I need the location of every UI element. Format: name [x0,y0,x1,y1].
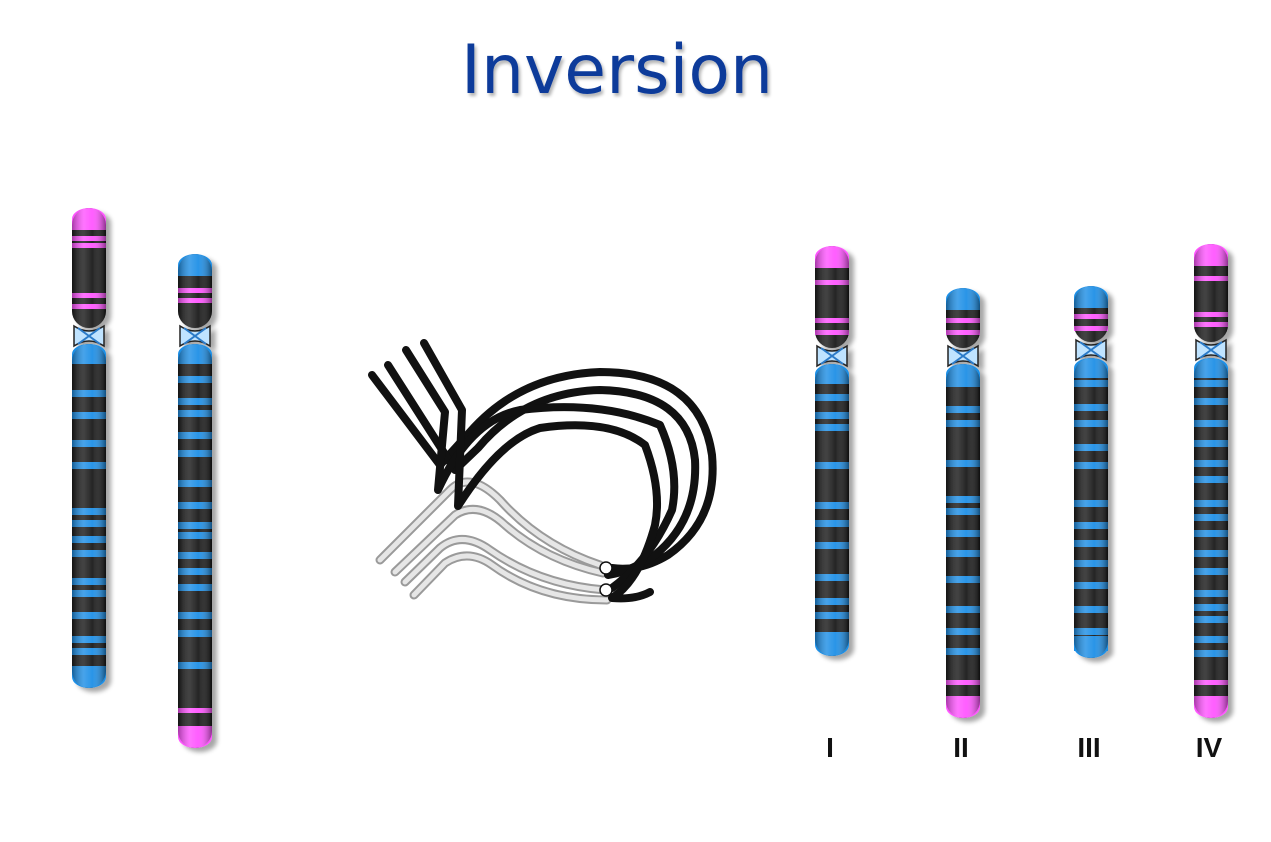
chromosome-4 [946,288,980,718]
centromere [1075,338,1107,362]
page-title: Inversion [461,31,773,110]
chromosome-label-ii: II [953,732,969,763]
centromere [179,324,211,348]
chromosome-5 [1074,286,1108,658]
chromosome-3 [815,246,849,656]
chromosome-label-i: I [826,732,834,763]
chromosome-label-iii: III [1077,732,1100,763]
centromere [1195,338,1227,362]
centromere [947,344,979,368]
inversion-loop-icon [368,339,717,605]
chromosome-6 [1194,244,1228,718]
chromosome-label-iv: IV [1196,732,1223,763]
centromere [816,344,848,368]
chromosome-group [72,208,1228,748]
centromere [73,324,105,348]
chromosome-1 [72,208,106,688]
chromosome-2 [178,254,212,748]
